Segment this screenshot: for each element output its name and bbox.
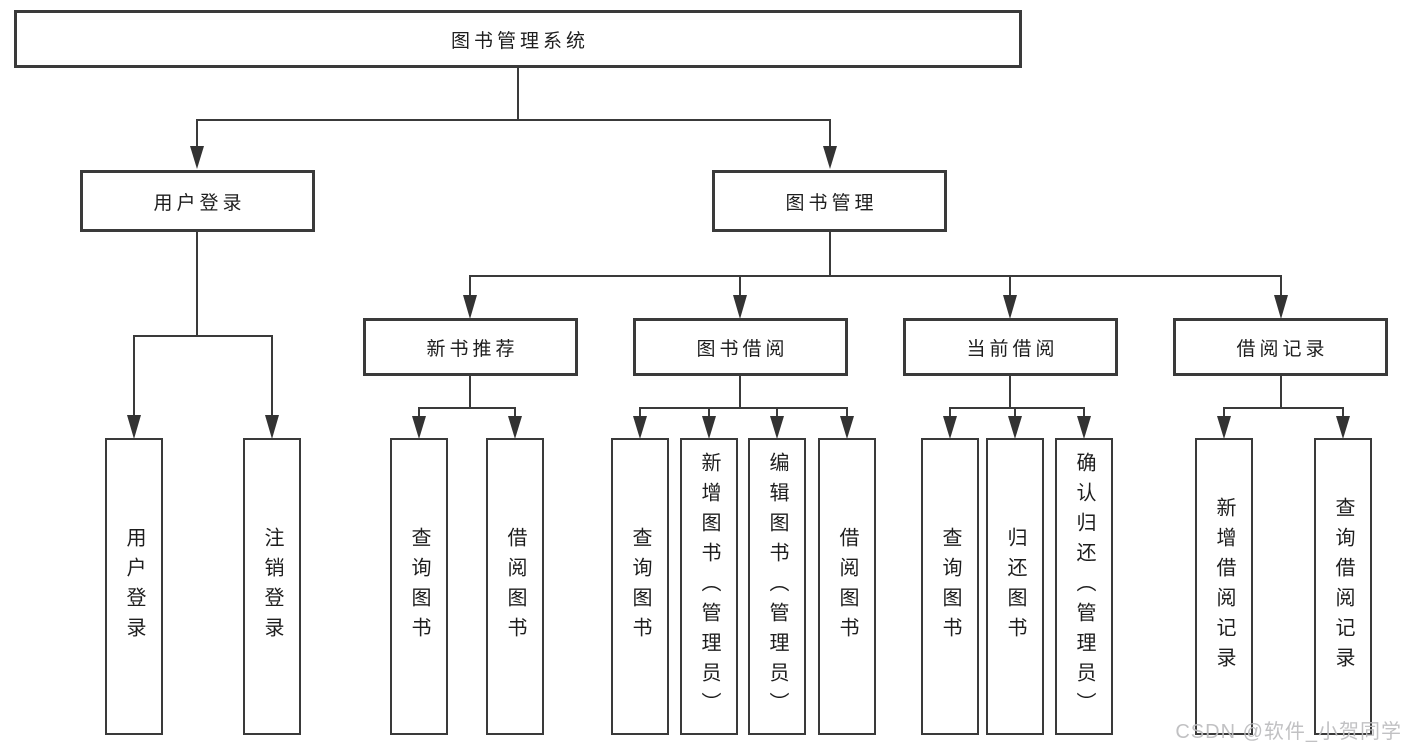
connector-new-book-recommendation-children xyxy=(412,376,522,439)
leaf-current-query-books: 查询图书 xyxy=(921,438,979,735)
node-book-borrowing: 图书借阅 xyxy=(633,318,848,376)
leaf-borrow-query-books: 查询图书 xyxy=(611,438,669,735)
leaf-user-login-label: 用户登录 xyxy=(123,526,145,647)
connector-current-borrowing-children xyxy=(943,376,1091,439)
leaf-borrow-borrow-books: 借阅图书 xyxy=(818,438,876,735)
leaf-current-confirm-return-admin: 确认归还（管理员） xyxy=(1055,438,1113,735)
node-current-borrowing: 当前借阅 xyxy=(903,318,1118,376)
leaf-borrow-add-books-admin-label: 新增图书（管理员） xyxy=(698,451,720,722)
leaf-current-confirm-return-admin-label: 确认归还（管理员） xyxy=(1073,451,1095,722)
leaf-records-add-record-label: 新增借阅记录 xyxy=(1213,496,1235,677)
leaf-current-query-books-label: 查询图书 xyxy=(939,526,961,647)
connector-user-login-children xyxy=(127,232,279,439)
node-library-management-system: 图书管理系统 xyxy=(14,10,1022,68)
leaf-recommend-query-books: 查询图书 xyxy=(390,438,448,735)
leaf-recommend-query-books-label: 查询图书 xyxy=(408,526,430,647)
connector-book-management-to-level3 xyxy=(463,232,1288,319)
node-borrowing-records: 借阅记录 xyxy=(1173,318,1388,376)
leaf-logout-login-label: 注销登录 xyxy=(261,526,283,647)
leaf-borrow-query-books-label: 查询图书 xyxy=(629,526,651,647)
node-book-management: 图书管理 xyxy=(712,170,947,232)
leaf-logout-login: 注销登录 xyxy=(243,438,301,735)
leaf-current-return-books-label: 归还图书 xyxy=(1004,526,1026,647)
leaf-borrow-edit-books-admin-label: 编辑图书（管理员） xyxy=(766,451,788,722)
leaf-user-login: 用户登录 xyxy=(105,438,163,735)
watermark: CSDN @软件_小贺同学 xyxy=(1175,721,1402,743)
node-user-login: 用户登录 xyxy=(80,170,315,232)
node-new-book-recommendation: 新书推荐 xyxy=(363,318,578,376)
leaf-borrow-add-books-admin: 新增图书（管理员） xyxy=(680,438,738,735)
connector-root-to-level2 xyxy=(190,68,837,169)
leaf-current-return-books: 归还图书 xyxy=(986,438,1044,735)
leaf-borrow-edit-books-admin: 编辑图书（管理员） xyxy=(748,438,806,735)
leaf-records-add-record: 新增借阅记录 xyxy=(1195,438,1253,735)
connector-book-borrowing-children xyxy=(633,376,854,439)
leaf-recommend-borrow-books-label: 借阅图书 xyxy=(504,526,526,647)
connector-borrowing-records-children xyxy=(1217,376,1350,439)
leaf-records-query-record: 查询借阅记录 xyxy=(1314,438,1372,735)
leaf-borrow-borrow-books-label: 借阅图书 xyxy=(836,526,858,647)
leaf-records-query-record-label: 查询借阅记录 xyxy=(1332,496,1354,677)
leaf-recommend-borrow-books: 借阅图书 xyxy=(486,438,544,735)
